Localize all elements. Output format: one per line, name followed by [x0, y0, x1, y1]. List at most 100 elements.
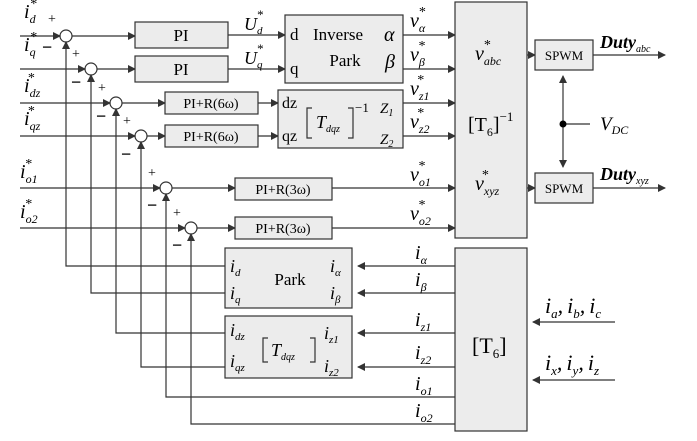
sign-minus-d: −	[42, 37, 52, 57]
inv-park-in-q: q	[290, 59, 299, 78]
t6-matrix: [T6]	[472, 333, 507, 361]
label-fb-io2: io2	[415, 400, 433, 425]
label-fb-ialpha: iα	[415, 242, 428, 267]
sum-junction-d	[59, 29, 73, 43]
inv-park-out-alpha: α	[384, 24, 395, 46]
sign-minus-o2: −	[172, 235, 182, 255]
inv-tdqz-bracket-right	[348, 107, 354, 139]
sum-junction-o2	[184, 221, 198, 235]
tdqz-in-iz1: iz1	[324, 323, 339, 346]
fb-line-dz	[112, 108, 225, 334]
park-out-id: id	[230, 256, 241, 279]
inv-tdqz-exp: −1	[355, 100, 369, 115]
inv-tdqz-in-qz: qz	[282, 128, 297, 145]
sum-junction-q	[84, 62, 98, 76]
inv-tdqz-matrix: Tdqz	[316, 112, 340, 135]
label-vabc: vabc*	[475, 38, 502, 68]
label-iq-ref: iq*	[24, 30, 37, 59]
spwm-block-abc	[534, 39, 594, 71]
tdqz-out-idz: idz	[230, 320, 246, 343]
label-v-o1: vo1*	[410, 159, 431, 189]
label-ixyz-meas: ix,iy,iz	[545, 350, 599, 378]
label-iqz-ref: iqz*	[24, 104, 41, 133]
sign-plus-q: +	[72, 47, 80, 62]
label-fb-iz1: iz1	[415, 309, 431, 334]
fb-line-d	[62, 41, 225, 267]
pir6-label-dz: PI+R(6ω)	[183, 97, 239, 112]
label-fb-iz2: iz2	[415, 342, 431, 367]
label-uq: Uq*	[244, 41, 264, 71]
label-idz-ref: idz*	[24, 71, 41, 100]
label-io2-ref: io2*	[20, 197, 38, 226]
label-v-alpha: vα*	[410, 5, 426, 35]
label-duty-abc: Dutyabc	[599, 32, 651, 55]
label-id-ref: id*	[24, 0, 37, 26]
fb-line-q	[87, 74, 225, 294]
label-duty-xyz: Dutyxyz	[599, 164, 649, 187]
label-v-o2: vo2*	[410, 198, 431, 228]
pi-block-q	[134, 55, 229, 83]
tdqz-bracket-right	[310, 337, 316, 363]
label-fb-io1: io1	[415, 373, 433, 398]
sum-junction-qz	[134, 129, 148, 143]
vdc-node	[559, 120, 567, 128]
pi-label-d: PI	[173, 26, 188, 45]
sign-plus-o1: +	[148, 166, 156, 181]
inv-tdqz-out-z1: Z1	[380, 101, 393, 119]
t6-block	[454, 247, 528, 432]
label-v-beta: vβ*	[410, 39, 425, 69]
pir6-label-qz: PI+R(6ω)	[183, 130, 239, 145]
pi-label-q: PI	[173, 60, 188, 79]
sign-minus-o1: −	[147, 195, 157, 215]
label-io1-ref: io1*	[20, 157, 38, 186]
label-v-z2: vz2*	[410, 106, 430, 136]
spwm-label-abc: SPWM	[545, 48, 584, 63]
sign-plus-dz: +	[98, 81, 106, 96]
spwm-block-xyz	[534, 172, 594, 204]
label-vdc: VDC	[600, 114, 629, 137]
inverse-t6-block	[454, 1, 528, 239]
label-iabc-meas: ia,ib,ic	[545, 293, 601, 321]
inverse-park-block	[284, 14, 404, 84]
tdqz-matrix: Tdqz	[271, 340, 295, 363]
fb-line-o2	[187, 233, 455, 425]
sign-minus-qz: −	[121, 144, 131, 164]
sign-plus-d: +	[48, 12, 56, 27]
label-v-z1: vz1*	[410, 73, 430, 103]
inv-t6-matrix: [T6]−1	[468, 109, 513, 139]
park-title: Park	[274, 270, 306, 289]
inv-park-out-beta: β	[384, 51, 395, 73]
sign-plus-o2: +	[173, 206, 181, 221]
inv-park-title-1: Inverse	[313, 25, 363, 44]
tdqz-in-iz2: iz2	[324, 356, 339, 379]
sign-plus-qz: +	[123, 114, 131, 129]
park-out-iq: iq	[230, 283, 241, 306]
label-fb-ibeta: iβ	[415, 269, 427, 294]
inv-park-title-2: Park	[329, 51, 361, 70]
pir3-label-o1: PI+R(3ω)	[255, 183, 311, 198]
fb-line-o1	[162, 193, 455, 398]
sign-minus-dz: −	[96, 106, 106, 126]
sum-junction-o1	[159, 181, 173, 195]
spwm-label-xyz: SPWM	[545, 181, 584, 196]
inv-park-in-d: d	[290, 25, 299, 44]
inv-tdqz-bracket-left	[306, 107, 312, 139]
inv-tdqz-out-z2: Z2	[380, 132, 393, 150]
tdqz-block	[224, 315, 353, 379]
tdqz-out-iqz: iqz	[230, 351, 246, 374]
park-in-ialpha: iα	[330, 256, 341, 279]
fb-line-qz	[137, 141, 225, 368]
park-block	[224, 247, 353, 309]
park-in-ibeta: iβ	[330, 283, 341, 306]
label-ud: Ud*	[244, 7, 264, 37]
inverse-tdqz-block	[277, 89, 404, 149]
tdqz-bracket-left	[262, 337, 268, 363]
pir3-block-o1	[234, 177, 333, 201]
pir3-label-o2: PI+R(3ω)	[255, 222, 311, 237]
sign-minus-q: −	[71, 72, 81, 92]
label-vxyz: vxyz*	[475, 168, 500, 198]
inv-tdqz-in-dz: dz	[282, 95, 297, 112]
sum-junction-dz	[109, 96, 123, 110]
